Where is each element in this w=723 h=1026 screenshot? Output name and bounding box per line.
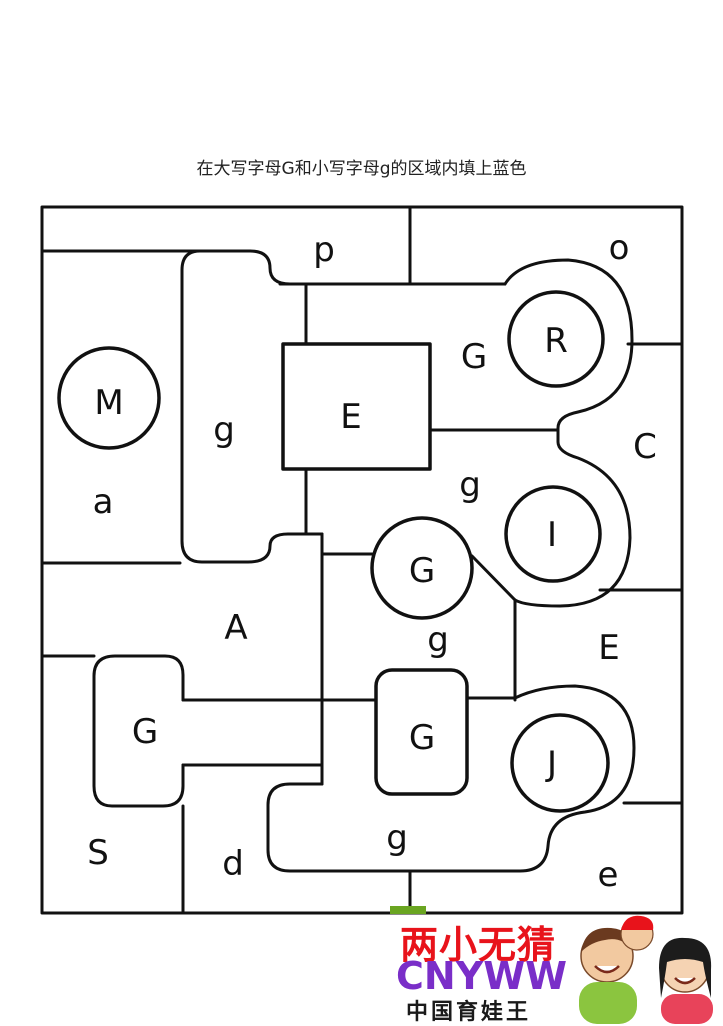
label-J: J	[545, 744, 557, 784]
label-g-bottom: g	[386, 818, 408, 858]
circle-J	[510, 713, 610, 813]
label-p: p	[313, 230, 335, 270]
label-M: M	[94, 383, 123, 423]
label-R: R	[544, 321, 568, 361]
brand-logo: 两小无猜 CNYWW 中国育娃王	[390, 906, 723, 1025]
circle-G	[370, 516, 474, 620]
logo-subtitle: 中国育娃王	[406, 1000, 532, 1025]
label-I: I	[547, 515, 557, 555]
boy-shirt-icon	[579, 982, 637, 1024]
girl-shirt-icon	[661, 994, 713, 1024]
label-e: e	[598, 855, 619, 895]
label-G-box: G	[409, 718, 435, 758]
label-G-tee: G	[132, 712, 158, 752]
label-S: S	[87, 833, 109, 873]
box-G	[374, 668, 469, 796]
girl-hair-icon	[659, 937, 712, 998]
logo-name-en: CNYWW	[396, 954, 568, 998]
girl-smile-icon	[674, 977, 696, 985]
label-a: a	[93, 482, 114, 522]
label-g-lower: g	[427, 620, 449, 660]
label-o: o	[609, 228, 630, 268]
label-d: d	[222, 844, 244, 884]
logo-kids-illustration	[579, 915, 713, 1024]
circle-R	[507, 290, 605, 388]
boy-smile-icon	[594, 965, 620, 974]
label-E-right: E	[598, 628, 619, 668]
region-lines	[40, 205, 684, 915]
region-G-tee	[92, 654, 185, 808]
page-title: 在大写字母G和小写字母g的区域内填上蓝色	[196, 159, 527, 179]
region-g-left	[180, 249, 324, 564]
label-g-left: g	[213, 410, 235, 450]
logo-accent-bar	[390, 906, 426, 914]
kid-cap-icon	[621, 915, 654, 930]
label-g-middle: g	[459, 465, 481, 505]
puzzle-frame	[40, 205, 684, 915]
logo-name-cn: 两小无猜	[400, 923, 557, 967]
circle-M	[57, 346, 161, 450]
label-G-top: G	[461, 337, 487, 377]
label-C: C	[633, 427, 657, 467]
label-A: A	[224, 608, 247, 648]
label-E-box: E	[340, 397, 361, 437]
region-g-keyhole	[503, 258, 634, 608]
boy-hair-icon	[581, 927, 633, 952]
label-G-circle: G	[409, 551, 435, 591]
circle-I	[504, 485, 602, 583]
box-E	[281, 342, 432, 471]
region-j-keyhole	[266, 684, 636, 873]
